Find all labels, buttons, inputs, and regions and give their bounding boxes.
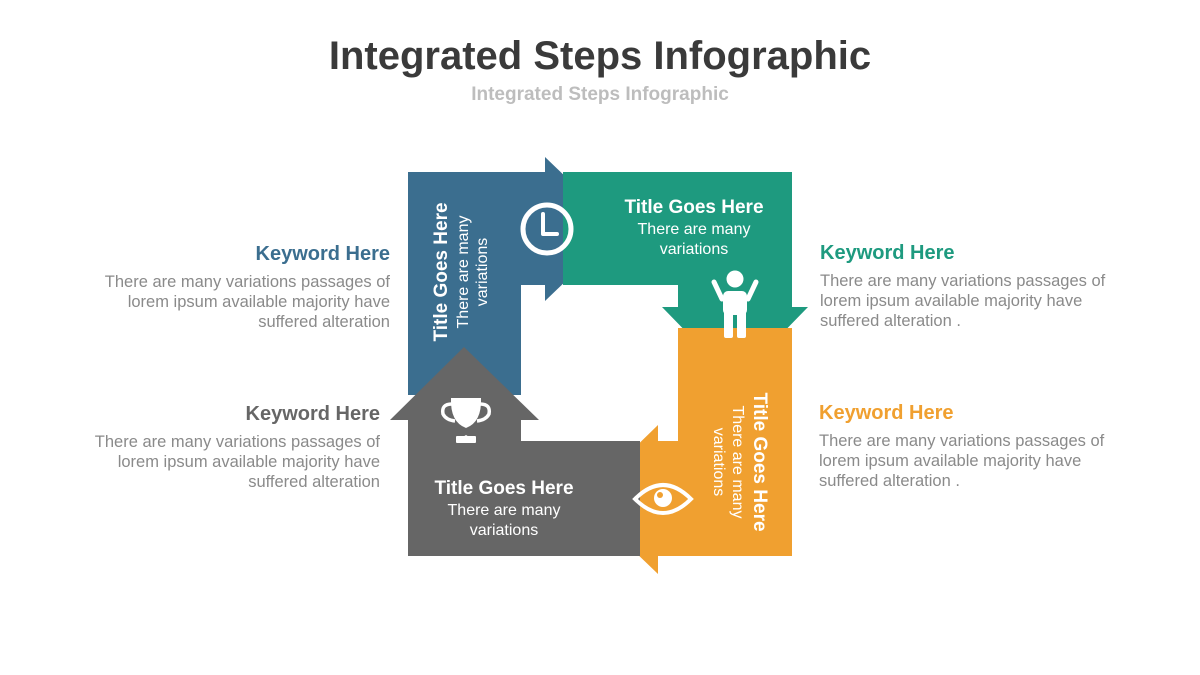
step-text-blue: There are many (455, 216, 472, 329)
description-line: lorem ipsum available majority have (819, 452, 1082, 470)
description-line: lorem ipsum available majority have (127, 293, 390, 311)
keyword-heading: Keyword Here (255, 243, 391, 265)
description-line: suffered alteration (248, 473, 380, 491)
step-text-blue: variations (474, 238, 491, 306)
step-title-gray: Title Goes Here (434, 478, 573, 499)
description-line: lorem ipsum available majority have (820, 292, 1083, 310)
side-text-gray: Keyword Here There are many variations p… (60, 403, 380, 492)
step-title-orange: Title Goes Here (749, 392, 770, 531)
description-line: suffered alteration (258, 313, 390, 331)
eye-icon (632, 483, 694, 515)
clock-icon (520, 202, 574, 256)
side-text-green: Keyword Here There are many variations p… (820, 242, 1140, 331)
description-line: There are many variations passages of (819, 432, 1105, 450)
step-title-green: Title Goes Here (624, 197, 763, 218)
description-line: suffered alteration . (820, 312, 961, 330)
step-text-green: variations (660, 241, 728, 258)
side-text-orange: Keyword Here There are many variations p… (819, 402, 1139, 491)
step-text-green: There are many (638, 221, 751, 238)
step-title-blue: Title Goes Here (431, 202, 452, 341)
step-text-gray: variations (470, 522, 538, 539)
description-line: lorem ipsum available majority have (117, 453, 380, 471)
page-subtitle: Integrated Steps Infographic (471, 84, 729, 105)
description-line: There are many variations passages of (94, 433, 380, 451)
side-text-blue: Keyword Here There are many variations p… (70, 243, 390, 332)
keyword-heading: Keyword Here (820, 242, 955, 264)
keyword-heading: Keyword Here (819, 402, 954, 424)
page-title: Integrated Steps Infographic (328, 34, 872, 78)
keyword-heading: Keyword Here (245, 403, 381, 425)
step-text-gray: There are many (448, 502, 561, 519)
step-text-orange: There are many (729, 406, 746, 519)
step-text-orange: variations (710, 428, 727, 496)
person-icon (711, 270, 759, 338)
trophy-icon (440, 398, 492, 443)
description-line: suffered alteration . (819, 472, 960, 490)
description-line: There are many variations passages of (104, 273, 390, 291)
description-line: There are many variations passages of (820, 272, 1106, 290)
